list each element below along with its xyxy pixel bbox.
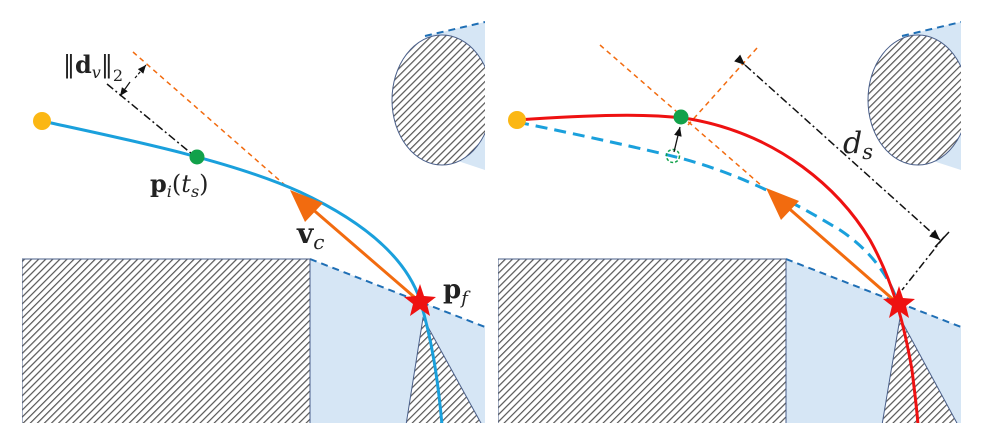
velocity-arrow [309,205,421,304]
norm-label: ‖dv‖2 [63,50,123,85]
velocity-arrowhead [766,188,799,220]
velocity-arrow [784,203,897,304]
velocity-label: vc [296,217,324,254]
safety-distance-label: ds [843,126,873,164]
shift-arrow [673,126,682,153]
tangent-dashed-line [132,51,287,187]
safety-distance-dashdot-line [734,54,941,241]
elliptical-obstacle [391,34,485,166]
start-point [508,111,526,129]
elliptical-obstacle [867,34,961,166]
replanned-trajectory [516,113,920,423]
norm-arrow-down [119,81,131,97]
start-point [33,112,51,130]
rectangular-obstacle [22,258,311,423]
free-space-boundary [309,258,485,328]
original-sample-point [665,148,681,164]
shifted-sample-point [673,109,689,125]
safety-distance-tick [934,231,950,248]
triangular-obstacle [881,316,958,423]
normal-dashed-line [687,47,758,126]
free-space-boundary-top [901,21,961,37]
sample-point-label: pi(ts) [150,169,209,201]
triangular-obstacle [405,316,482,423]
sample-point [189,149,205,165]
norm-arrow-up [134,64,147,79]
rectangular-obstacle [498,258,787,423]
free-space-boundary [785,258,961,328]
velocity-arrowhead [290,190,323,222]
initial-trajectory [41,119,444,423]
goal-star [883,286,915,318]
free-space-boundary-top [424,21,485,37]
right-panel: ds [498,21,961,423]
goal-star [404,284,436,316]
initial-trajectory-dashed [516,120,899,301]
goal-label: pf [443,275,471,309]
left-panel: ‖dv‖2 pi(ts) vc pf [22,21,485,423]
